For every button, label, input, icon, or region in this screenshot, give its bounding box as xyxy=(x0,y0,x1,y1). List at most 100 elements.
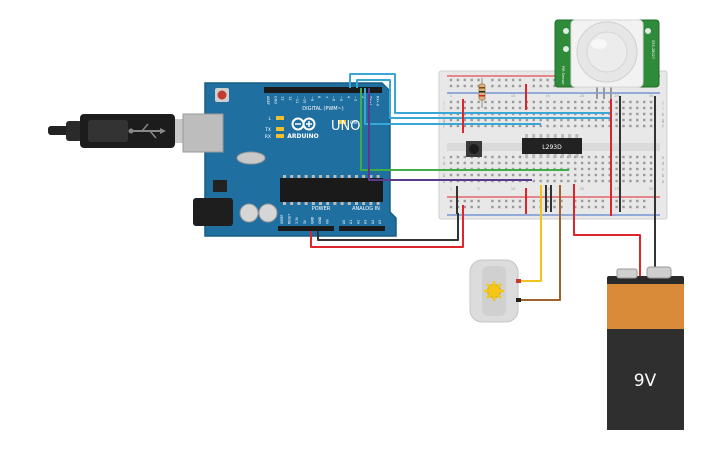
breadboard-hole[interactable] xyxy=(643,106,646,110)
breadboard-hole[interactable] xyxy=(601,118,604,122)
breadboard-hole[interactable] xyxy=(587,100,591,104)
breadboard-hole[interactable] xyxy=(615,112,618,116)
breadboard-hole[interactable] xyxy=(546,106,549,110)
breadboard-hole[interactable] xyxy=(511,124,515,128)
breadboard-hole[interactable] xyxy=(629,161,632,165)
breadboard-hole[interactable] xyxy=(456,118,460,122)
breadboard-hole[interactable] xyxy=(594,179,598,183)
breadboard-hole[interactable] xyxy=(553,84,556,88)
breadboard-hole[interactable] xyxy=(505,161,508,165)
breadboard-hole[interactable] xyxy=(643,199,646,203)
breadboard-hole[interactable] xyxy=(546,179,549,183)
breadboard-hole[interactable] xyxy=(456,155,460,159)
breadboard-hole[interactable] xyxy=(649,118,653,122)
pir-motion-sensor[interactable]: PIR Sensor 555-28027 xyxy=(554,19,660,99)
breadboard-hole[interactable] xyxy=(511,161,515,165)
breadboard-hole[interactable] xyxy=(636,106,639,110)
breadboard-hole[interactable] xyxy=(629,118,632,122)
breadboard-hole[interactable] xyxy=(491,118,494,122)
breadboard-hole[interactable] xyxy=(449,100,453,104)
breadboard-hole[interactable] xyxy=(511,205,515,209)
analog-pin-header[interactable] xyxy=(339,226,385,231)
breadboard-hole[interactable] xyxy=(463,173,466,177)
breadboard-hole[interactable] xyxy=(449,118,453,122)
breadboard-hole[interactable] xyxy=(456,124,460,128)
breadboard-hole[interactable] xyxy=(532,179,535,183)
breadboard-hole[interactable] xyxy=(539,106,542,110)
breadboard-hole[interactable] xyxy=(539,100,542,104)
breadboard-hole[interactable] xyxy=(470,173,473,177)
breadboard-hole[interactable] xyxy=(594,173,598,177)
digital-pin-header[interactable] xyxy=(264,87,382,93)
breadboard-hole[interactable] xyxy=(498,199,501,203)
breadboard-hole[interactable] xyxy=(560,173,563,177)
breadboard-hole[interactable] xyxy=(518,100,522,104)
breadboard-hole[interactable] xyxy=(463,161,466,165)
breadboard-hole[interactable] xyxy=(560,100,563,104)
breadboard-hole[interactable] xyxy=(580,199,584,203)
breadboard-hole[interactable] xyxy=(498,84,501,88)
breadboard-hole[interactable] xyxy=(643,161,646,165)
breadboard-hole[interactable] xyxy=(491,155,494,159)
breadboard-hole[interactable] xyxy=(463,118,466,122)
breadboard-hole[interactable] xyxy=(615,118,618,122)
breadboard-hole[interactable] xyxy=(601,155,604,159)
breadboard-hole[interactable] xyxy=(449,199,453,203)
breadboard-hole[interactable] xyxy=(539,118,542,122)
breadboard-hole[interactable] xyxy=(539,84,542,88)
breadboard-hole[interactable] xyxy=(518,199,522,203)
breadboard-hole[interactable] xyxy=(574,100,577,104)
breadboard-hole[interactable] xyxy=(574,161,577,165)
breadboard-hole[interactable] xyxy=(636,112,639,116)
breadboard-hole[interactable] xyxy=(622,112,625,116)
breadboard-hole[interactable] xyxy=(629,112,632,116)
breadboard-hole[interactable] xyxy=(636,173,639,177)
breadboard-hole[interactable] xyxy=(491,78,494,82)
breadboard-hole[interactable] xyxy=(539,173,542,177)
breadboard-hole[interactable] xyxy=(456,161,460,165)
breadboard-hole[interactable] xyxy=(553,205,556,209)
battery-9v[interactable]: 9V xyxy=(607,266,684,430)
breadboard-hole[interactable] xyxy=(505,173,508,177)
breadboard-hole[interactable] xyxy=(643,155,646,159)
breadboard-hole[interactable] xyxy=(629,124,632,128)
breadboard-hole[interactable] xyxy=(560,124,563,128)
breadboard-hole[interactable] xyxy=(643,167,646,171)
breadboard-hole[interactable] xyxy=(636,118,639,122)
breadboard-hole[interactable] xyxy=(498,78,501,82)
breadboard-hole[interactable] xyxy=(525,124,529,128)
breadboard-hole[interactable] xyxy=(594,124,598,128)
breadboard-hole[interactable] xyxy=(649,167,653,171)
breadboard-hole[interactable] xyxy=(463,78,466,82)
breadboard-hole[interactable] xyxy=(511,173,515,177)
breadboard-hole[interactable] xyxy=(580,205,584,209)
breadboard-hole[interactable] xyxy=(477,199,480,203)
breadboard-hole[interactable] xyxy=(546,78,549,82)
l293d-driver-chip[interactable]: L293D xyxy=(522,134,582,158)
breadboard-hole[interactable] xyxy=(525,118,529,122)
breadboard-hole[interactable] xyxy=(622,118,625,122)
breadboard-hole[interactable] xyxy=(518,106,522,110)
breadboard-hole[interactable] xyxy=(498,155,501,159)
breadboard-hole[interactable] xyxy=(505,84,508,88)
breadboard-hole[interactable] xyxy=(615,106,618,110)
breadboard-hole[interactable] xyxy=(491,84,494,88)
breadboard-hole[interactable] xyxy=(615,205,618,209)
breadboard-hole[interactable] xyxy=(539,124,542,128)
breadboard-hole[interactable] xyxy=(532,100,535,104)
breadboard-hole[interactable] xyxy=(491,106,494,110)
breadboard-hole[interactable] xyxy=(498,173,501,177)
breadboard-hole[interactable] xyxy=(525,173,529,177)
breadboard-hole[interactable] xyxy=(518,84,522,88)
breadboard-hole[interactable] xyxy=(622,173,625,177)
breadboard-hole[interactable] xyxy=(594,199,598,203)
breadboard-hole[interactable] xyxy=(560,118,563,122)
breadboard-hole[interactable] xyxy=(470,124,473,128)
breadboard-hole[interactable] xyxy=(484,118,487,122)
breadboard-hole[interactable] xyxy=(449,78,453,82)
breadboard-hole[interactable] xyxy=(629,167,632,171)
breadboard-hole[interactable] xyxy=(511,118,515,122)
breadboard-hole[interactable] xyxy=(580,155,584,159)
breadboard-hole[interactable] xyxy=(491,173,494,177)
